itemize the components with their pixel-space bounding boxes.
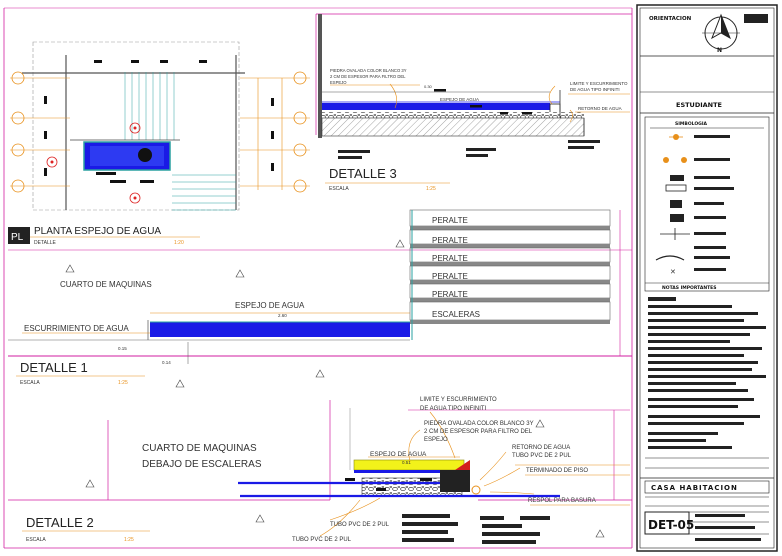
d2-limit-line1: LIMITE Y ESCURRIMIENTO [420, 397, 497, 403]
d2-mirror-dim: 0.51 [402, 460, 411, 465]
d1-steps: PERALTE PERALTE PERALTE PERALTE PERALTE … [409, 209, 621, 356]
drain-icon [138, 148, 152, 162]
d2-room-line1: CUARTO DE MAQUINAS [142, 443, 257, 454]
d1-step-5: PERALTE [432, 290, 468, 299]
d2-scale: 1:25 [124, 537, 134, 543]
detail-2: CUARTO DE MAQUINAS DEBAJO DE ESCALERAS E… [8, 397, 632, 544]
triangle-markers [65, 239, 605, 538]
d1-step-2: PERALTE [432, 236, 468, 245]
d1-scale-label: ESCALA [20, 380, 40, 386]
d3-limit-line2: DE AGUA TIPO INFINITI [570, 87, 620, 92]
d3-title: DETALLE 3 [329, 166, 397, 181]
d2-stone-line2: 2 CM DE ESPESOR PARA FILTRO DEL [424, 429, 533, 435]
north-arrow-icon: N [702, 13, 740, 54]
d1-step-4: PERALTE [432, 272, 468, 281]
d2-return-line2: TUBO PVC DE 2 PUL [512, 453, 572, 459]
d1-step-6: ESCALERAS [432, 310, 480, 319]
plan-markers [46, 122, 141, 204]
d1-step-1: PERALTE [432, 216, 468, 225]
north-letter: N [717, 47, 722, 54]
d1-step-3: PERALTE [432, 254, 468, 263]
d1-scale: 1:25 [118, 380, 128, 386]
legend-cross-icon: ✕ [670, 269, 676, 276]
d2-title: DETALLE 2 [26, 515, 94, 530]
d1-dim-a: 0.15 [118, 346, 127, 351]
d1-dim-b: 0.14 [162, 360, 171, 365]
legend-symbols: ✕ [655, 134, 734, 276]
d2-scale-label: ESCALA [26, 537, 46, 543]
d2-pipe2-label: TUBO PVC DE 2 PUL [292, 537, 352, 543]
d3-mirror-label: ESPEJO DE AGUA [440, 97, 479, 102]
detail-1: PERALTE PERALTE PERALTE PERALTE PERALTE … [8, 209, 632, 386]
d1-mirror-dim: 2.60 [278, 313, 287, 318]
d2-pipe1-label: TUBO PVC DE 2 PUL [330, 522, 390, 528]
notes-label: NOTAS IMPORTANTES [662, 285, 717, 291]
d1-mirror-label: ESPEJO DE AGUA [235, 301, 305, 310]
d3-scale-label: ESCALA [329, 186, 349, 192]
plan-title: PLANTA ESPEJO DE AGUA [34, 226, 161, 237]
sheet-code: DET-05 [648, 518, 694, 532]
detail-3: 0.30 PIEDRA OVALADA COLOR BLANCO 3Y 2 CM… [315, 13, 632, 192]
plan-badge-box [8, 227, 30, 244]
plan-view: PL PLANTA ESPEJO DE AGUA DETALLE 1:20 [8, 41, 310, 246]
title-block: ORIENTACION N ESTUDIANTE SIMBOLOGIA [636, 4, 778, 552]
d3-scale: 1:25 [426, 186, 436, 192]
d2-floor-end: TERMINADO DE PISO [526, 468, 588, 474]
d2-mirror-label: ESPEJO DE AGUA [370, 451, 427, 458]
d2-return-line1: RETORNO DE AGUA [512, 445, 570, 451]
d3-return-label: RETORNO DE AGUA [578, 106, 622, 111]
d2-stone-line3: ESPEJO [424, 437, 448, 443]
d3-dim: 0.30 [424, 84, 433, 89]
legend-label: SIMBOLOGIA [675, 121, 708, 127]
d1-water [150, 322, 410, 337]
d2-limit-line2: DE AGUA TIPO INFINITI [420, 406, 487, 412]
d1-runoff-label: ESCURRIMIENTO DE AGUA [24, 324, 129, 333]
plan-scale: 1:20 [174, 240, 184, 246]
plan-subtitle: DETALLE [34, 240, 57, 246]
d3-limit-line1: LIMITE Y ESCURRIMIENTO [570, 81, 628, 86]
d1-title: DETALLE 1 [20, 360, 88, 375]
d2-stone-line1: PIEDRA OVALADA COLOR BLANCO 3Y [424, 421, 534, 427]
d3-stone-line2: 2 CM DE ESPESOR PARA FILTRO DEL [330, 74, 406, 79]
plan-badge: PL [11, 232, 24, 243]
d2-room-line2: DEBAJO DE ESCALERAS [142, 459, 262, 470]
orientation-label: ORIENTACION [649, 16, 692, 22]
d1-room-label: CUARTO DE MAQUINAS [60, 280, 152, 289]
d3-stone-line3: ESPEJO [330, 80, 347, 85]
notes-text-blocks [648, 297, 766, 449]
d3-stone-line1: PIEDRA OVALADA COLOR BLANCO 3Y [330, 68, 407, 73]
project-title: CASA HABITACION [651, 484, 738, 492]
d2-drain-label: RESPOL PARA BASURA [528, 498, 596, 504]
student-label: ESTUDIANTE [676, 101, 722, 109]
d3-water [322, 103, 550, 110]
